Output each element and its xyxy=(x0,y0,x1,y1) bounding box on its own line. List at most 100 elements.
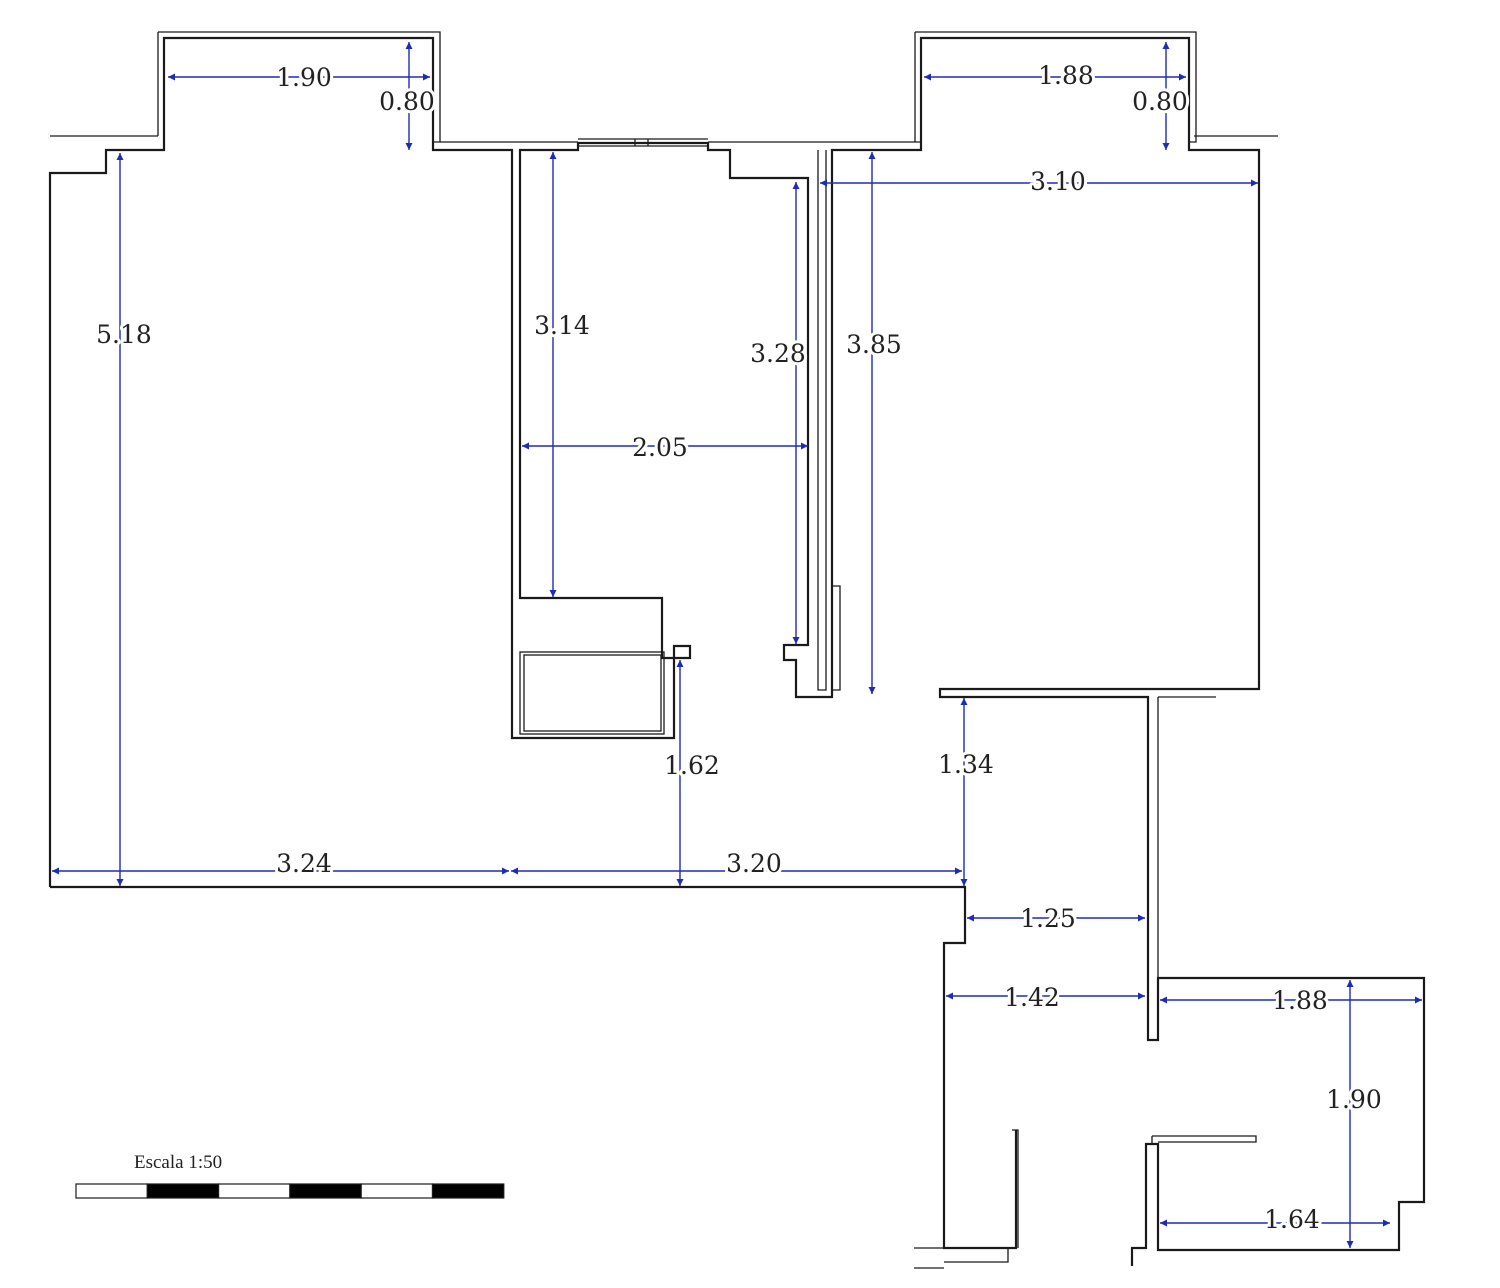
dimension-arrowhead xyxy=(1162,42,1170,49)
corridor-wall-right xyxy=(817,150,827,691)
dim-passage-2: 1.34 xyxy=(935,698,997,886)
counter-block xyxy=(519,651,665,735)
dim-hall-lower-width: 1.42 xyxy=(946,980,1145,1015)
counter-block-inner xyxy=(523,654,662,732)
dimension-arrowhead xyxy=(868,152,876,159)
dimension-label: 0.80 xyxy=(379,87,435,116)
dim-corridor-width: 2.05 xyxy=(522,430,808,465)
dimension-arrowhead xyxy=(405,42,413,49)
scale-segment-white xyxy=(360,1183,434,1199)
door-left-jamb xyxy=(1012,1129,1019,1248)
bottom-wall-main xyxy=(50,885,1018,1250)
dimension-arrowhead xyxy=(522,442,529,450)
dimension-arrowhead xyxy=(168,73,175,81)
dim-bottom-right-width: 3.20 xyxy=(511,846,962,881)
dimension-arrowhead xyxy=(116,153,124,160)
dimension-label: 1.34 xyxy=(938,750,994,779)
dimension-arrowhead xyxy=(801,442,808,450)
dim-bath-height: 1.90 xyxy=(1323,980,1385,1248)
dim-balcony-left-depth: 0.80 xyxy=(376,42,438,150)
dim-right-room-height: 3.85 xyxy=(843,152,905,694)
bath-shelf xyxy=(1152,1135,1257,1143)
bottom-dashes xyxy=(914,1247,944,1269)
dimension-label: 5.18 xyxy=(96,320,152,349)
dimension-label: 1.88 xyxy=(1272,986,1328,1015)
dimension-arrowhead xyxy=(549,590,557,597)
balcony-left-rail xyxy=(158,31,441,143)
dimension-label: 3.14 xyxy=(534,311,590,340)
dimension-arrowhead xyxy=(511,867,518,875)
scale-label: Escala 1:50 xyxy=(134,1152,222,1173)
scale-segment-white xyxy=(75,1183,148,1199)
dim-balcony-right-depth: 0.80 xyxy=(1129,42,1191,150)
dimension-arrowhead xyxy=(405,143,413,150)
dimension-arrowhead xyxy=(960,879,968,886)
dimension-label: 2.05 xyxy=(632,433,688,462)
outer-wall-main xyxy=(48,36,1426,1266)
dimension-label: 1.90 xyxy=(1326,1085,1382,1114)
dimension-arrowhead xyxy=(792,182,800,189)
dimension-arrowhead xyxy=(676,660,684,667)
dim-bath-width: 1.88 xyxy=(1160,983,1422,1018)
dimension-arrowhead xyxy=(967,914,974,922)
scale-segment-black xyxy=(431,1183,505,1199)
dimension-label: 1.62 xyxy=(664,751,720,780)
dimension-arrowhead xyxy=(1346,1241,1354,1248)
dimension-arrowhead xyxy=(1251,179,1258,187)
dimension-arrowhead xyxy=(1179,73,1186,81)
dimension-arrowhead xyxy=(423,73,430,81)
dimension-label: 1.64 xyxy=(1264,1205,1320,1234)
dimension-arrowhead xyxy=(792,637,800,644)
dimension-arrowhead xyxy=(868,687,876,694)
dim-living-height: 5.18 xyxy=(93,153,155,886)
dimension-arrowhead xyxy=(960,698,968,705)
dim-bottom-left-width: 3.24 xyxy=(52,846,509,881)
dimension-label: 3.85 xyxy=(846,330,902,359)
dimension-arrowhead xyxy=(52,867,59,875)
dim-balcony-right-width: 1.88 xyxy=(924,58,1186,93)
dimension-arrowhead xyxy=(820,179,827,187)
door-jamb-right xyxy=(832,585,841,691)
dim-passage-1: 1.62 xyxy=(661,660,723,886)
dimension-label: 0.80 xyxy=(1132,87,1188,116)
dimension-arrowhead xyxy=(502,867,509,875)
dimension-label: 1.88 xyxy=(1038,61,1094,90)
bottom-wall-inner-left xyxy=(944,1248,1009,1263)
dimension-arrowhead xyxy=(676,879,684,886)
dimension-arrowhead xyxy=(116,879,124,886)
dimension-label: 1.25 xyxy=(1020,904,1076,933)
dimension-label: 1.42 xyxy=(1004,983,1060,1012)
dimension-arrowhead xyxy=(1138,914,1145,922)
dim-corridor-right-height: 3.28 xyxy=(747,182,809,644)
dim-balcony-left-width: 1.90 xyxy=(168,60,430,95)
dim-hall-upper-width: 1.25 xyxy=(967,901,1145,936)
dimension-label: 3.24 xyxy=(276,849,332,878)
dimension-arrowhead xyxy=(924,73,931,81)
balcony-right-rail xyxy=(915,31,1197,143)
dimension-arrowhead xyxy=(1346,980,1354,987)
dimension-arrowhead xyxy=(1138,992,1145,1000)
window-glass xyxy=(578,138,708,147)
dimension-arrowhead xyxy=(955,867,962,875)
dimension-lines: 1.90 0.80 1.88 0.80 3.10 5.18 3.14 3.28 3.85 2.05… xyxy=(52,42,1422,1248)
scale-bar: Escala 1:50 xyxy=(75,1152,505,1199)
dimension-label: 3.28 xyxy=(750,339,806,368)
scale-segments xyxy=(75,1183,505,1199)
dim-bath-inner-width: 1.64 xyxy=(1160,1202,1390,1237)
dimension-arrowhead xyxy=(1383,1219,1390,1227)
dimension-arrowhead xyxy=(549,152,557,159)
dimension-arrowhead xyxy=(1160,1219,1167,1227)
dimension-label: 3.10 xyxy=(1030,167,1086,196)
dimension-arrowhead xyxy=(1415,996,1422,1004)
dimension-arrowhead xyxy=(946,992,953,1000)
dimension-label: 1.90 xyxy=(276,63,332,92)
scale-segment-black xyxy=(146,1183,220,1199)
scale-segment-black xyxy=(289,1183,362,1199)
dimension-label: 3.20 xyxy=(726,849,782,878)
scale-segment-white xyxy=(218,1183,291,1199)
dim-right-room-width: 3.10 xyxy=(820,164,1258,199)
dim-corridor-left-height: 3.14 xyxy=(531,152,593,597)
dimension-arrowhead xyxy=(1160,996,1167,1004)
dimension-arrowhead xyxy=(1162,143,1170,150)
